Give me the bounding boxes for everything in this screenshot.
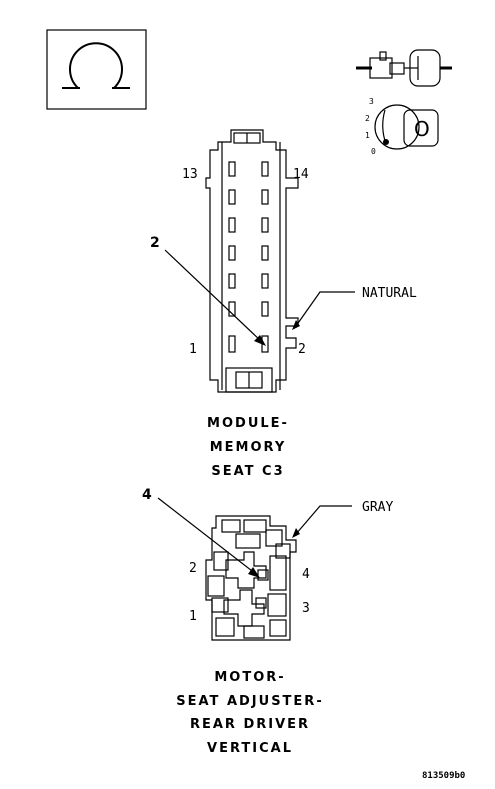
ohm-symbol-box (46, 29, 147, 110)
key-label: O (414, 117, 430, 141)
c3-pin-1-label: 1 (189, 342, 197, 357)
callout-4: 4 (142, 487, 260, 578)
motor-caption-line-4: VERTICAL (207, 741, 293, 756)
motor-color-label: GRAY (362, 500, 393, 515)
c3-color-label: NATURAL (362, 286, 417, 301)
motor-caption-line-1: MOTOR- (214, 670, 285, 685)
figure-id: 813509b0 (422, 771, 465, 781)
c3-caption-line-3: SEAT C3 (211, 464, 284, 479)
c3-pin-cavities (228, 161, 269, 353)
callout-2-number: 2 (150, 235, 160, 251)
gray-leader: GRAY (292, 500, 393, 538)
callout-2: 2 (150, 235, 266, 346)
c3-caption-line-1: MODULE- (207, 416, 289, 431)
c3-pin-14-label: 14 (293, 167, 309, 182)
c3-pin-2-label: 2 (298, 342, 306, 357)
motor-pin-4-label: 4 (302, 567, 310, 582)
ignition-pos-0: 0 (371, 147, 376, 156)
connector-probe-icon (356, 49, 452, 87)
c3-caption: MODULE- MEMORY SEAT C3 (207, 416, 289, 479)
motor-pin-1-label: 1 (189, 609, 197, 624)
natural-leader: NATURAL (292, 286, 417, 330)
motor-pin-2-label: 2 (189, 561, 197, 576)
motor-pin-3-label: 3 (302, 601, 310, 616)
motor-caption-line-2: SEAT ADJUSTER- (176, 694, 323, 709)
connector-c3: 13 14 1 2 (182, 129, 309, 393)
c3-caption-line-2: MEMORY (210, 440, 287, 455)
ignition-pos-3: 3 (369, 97, 374, 106)
c3-pin-13-label: 13 (182, 167, 198, 182)
ignition-key-icon: 3 2 1 0 O (365, 97, 439, 156)
ignition-pos-1: 1 (365, 131, 370, 140)
ohm-icon (62, 42, 130, 89)
callout-4-number: 4 (142, 487, 152, 503)
motor-caption-line-3: REAR DRIVER (190, 717, 310, 732)
ignition-pos-2: 2 (365, 114, 370, 123)
connector-motor: 2 4 1 3 (189, 515, 310, 641)
motor-caption: MOTOR- SEAT ADJUSTER- REAR DRIVER VERTIC… (176, 670, 323, 756)
